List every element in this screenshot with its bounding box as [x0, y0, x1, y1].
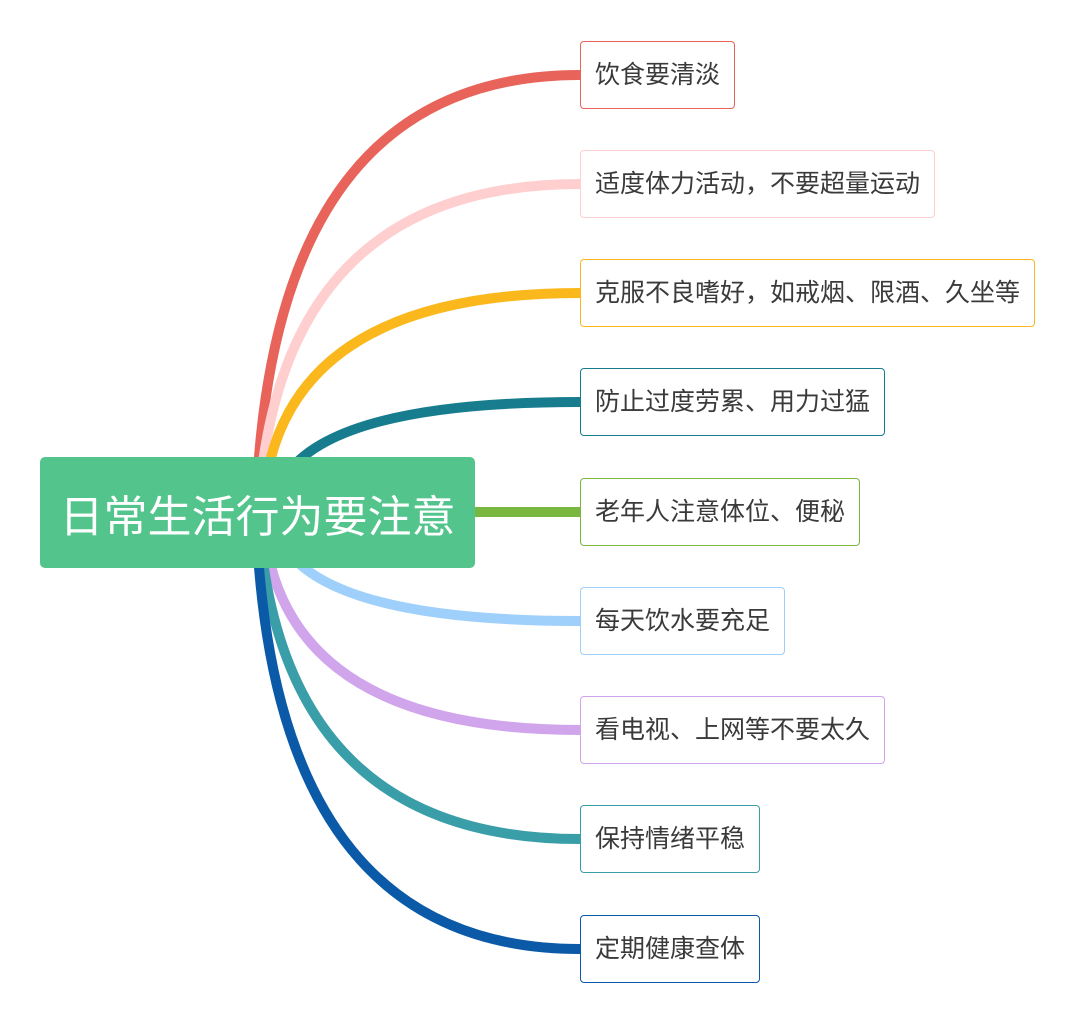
branch-topic-label: 老年人注意体位、便秘	[595, 497, 846, 526]
branch-connector-8	[253, 549, 585, 954]
branch-topic-screen-time[interactable]: 看电视、上网等不要太久	[580, 696, 886, 764]
branch-topic-label: 定期健康查体	[595, 934, 746, 963]
branch-topic-checkup[interactable]: 定期健康查体	[580, 915, 761, 983]
branch-topic-habits[interactable]: 克服不良嗜好，如戒烟、限酒、久坐等	[580, 259, 1036, 327]
branch-topic-emotions[interactable]: 保持情绪平稳	[580, 805, 761, 873]
branch-topic-label: 克服不良嗜好，如戒烟、限酒、久坐等	[595, 278, 1021, 307]
branch-connector-1	[257, 179, 585, 475]
branch-topic-label: 每天饮水要充足	[595, 606, 771, 635]
branch-topic-label: 饮食要清淡	[595, 60, 721, 89]
branch-connector-7	[257, 549, 585, 844]
branch-connector-0	[253, 70, 585, 475]
root-topic-label: 日常生活行为要注意	[59, 491, 456, 543]
branch-topic-label: 适度体力活动，不要超量运动	[595, 169, 921, 198]
root-topic[interactable]: 日常生活行为要注意	[40, 457, 475, 568]
branch-topic-overexertion[interactable]: 防止过度劳累、用力过猛	[580, 368, 886, 436]
branch-connector-3	[285, 397, 585, 475]
branch-topic-label: 防止过度劳累、用力过猛	[595, 387, 871, 416]
branch-topic-water[interactable]: 每天饮水要充足	[580, 587, 786, 655]
branch-connector-2	[263, 288, 585, 475]
branch-topic-label: 看电视、上网等不要太久	[595, 715, 871, 744]
branch-topic-elderly[interactable]: 老年人注意体位、便秘	[580, 478, 861, 546]
branch-topic-diet[interactable]: 饮食要清淡	[580, 41, 736, 109]
branch-topic-label: 保持情绪平稳	[595, 824, 746, 853]
branch-topic-exercise[interactable]: 适度体力活动，不要超量运动	[580, 150, 936, 218]
branch-connector-6	[263, 549, 585, 735]
branch-connector-5	[285, 549, 585, 626]
